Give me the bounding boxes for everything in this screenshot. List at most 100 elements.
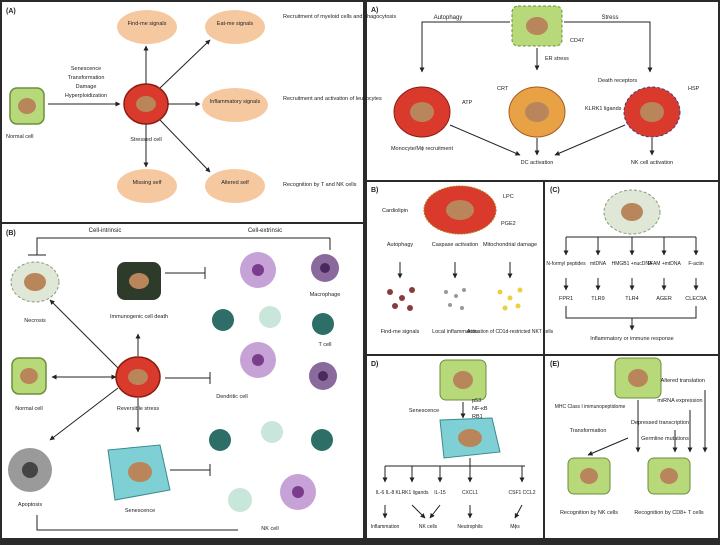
stress-cause: Transformation: [68, 75, 105, 81]
activation-cd1d-label: Activation of CD1d-restricted NKT cells: [467, 329, 554, 335]
outcome-recruitment-myeloid: Recruitment of myeloid cells and phagocy…: [283, 14, 396, 20]
dendritic-label: Dendritic cell: [216, 394, 247, 400]
tlr4-label: TLR4: [625, 296, 638, 302]
normal-cell-b-label: Normal cell: [15, 406, 43, 412]
macrophage-cell: [240, 252, 339, 288]
nkt-particles: [497, 287, 523, 311]
factor: KLRK1 ligands: [395, 490, 429, 496]
germline-label: Germline mutations: [641, 436, 689, 442]
outcome-recognition: Recognition by T and NK cells: [283, 182, 357, 188]
nk-cell-label: NK cell: [261, 526, 278, 532]
dendritic-cell: [240, 342, 337, 390]
stress-cause: Damage: [76, 84, 97, 90]
immunogenic-label: Immunogenic cell death: [110, 314, 168, 320]
response-label: Inflammatory or immune response: [590, 336, 673, 342]
left-a-label: (A): [6, 8, 16, 15]
left-b-label: (B): [6, 230, 16, 237]
necrosis-cell: [10, 261, 60, 303]
immune-cell: [261, 421, 283, 443]
right-e-top-cell: [614, 357, 662, 399]
normal-cell: [9, 87, 45, 125]
oval-missing-self: [117, 169, 177, 203]
immunogenic-cell: [117, 262, 161, 300]
right-b-label: B): [371, 187, 378, 194]
clec9a-label: CLEC9A: [685, 296, 707, 302]
cell-intrinsic-label: Cell-intrinsic: [89, 228, 122, 234]
immune-cell: [212, 309, 234, 331]
senescence-label: Senescence: [125, 508, 155, 514]
tlr9-label: TLR9: [591, 296, 604, 302]
stress-label: Stress: [601, 15, 618, 21]
hsp-label: HSP: [688, 86, 700, 92]
mito-label: Mitochondrial damage: [483, 242, 537, 248]
outcome: NK cells: [419, 524, 438, 530]
reversible-stress-cell: [115, 356, 161, 398]
factor: IL-6 IL-8: [376, 490, 395, 496]
transformation-label: Transformation: [570, 428, 607, 434]
factor: CXCL1: [462, 490, 478, 496]
right-d-top-cell: [439, 359, 487, 401]
tfam-label: TFAM +mtDNA: [647, 261, 681, 267]
right-a-top-cell: [511, 5, 563, 47]
find-me-particles: [387, 287, 415, 311]
right-d-senescent-cell: [439, 417, 501, 459]
right-c-cell: [603, 189, 661, 235]
monocyte-cell: [393, 86, 451, 138]
oval-text: Inflammatory signals: [210, 99, 261, 105]
right-d-label: D): [371, 361, 378, 368]
senescence-cell: [107, 444, 171, 501]
regulator: RB1: [472, 414, 483, 420]
immune-cell: [311, 429, 333, 451]
recog-nk-label: Recognition by NK cells: [560, 510, 618, 516]
altered-label: Altered translation: [661, 378, 705, 384]
inflammation-particles: [444, 288, 466, 310]
monocyte-label: Monocyte/Mϕ recruitment: [391, 146, 454, 152]
autophagy-b-label: Autophagy: [387, 242, 414, 248]
t-cell-label: T cell: [318, 342, 331, 348]
caspase-label: Caspase activation: [432, 242, 478, 248]
ager-label: AGER: [656, 296, 672, 302]
immune-cell: [209, 429, 231, 451]
factor: CSF1 CCL2: [509, 490, 536, 496]
crt-label: CRT: [497, 86, 509, 92]
oval-text: Missing self: [133, 180, 162, 186]
mhc-label: MHC Class I immunopeptidome: [555, 404, 626, 410]
regulator: p53: [472, 398, 481, 404]
atp-label: ATP: [462, 100, 473, 106]
right-b-cell: [423, 185, 497, 235]
dc-cell: [508, 86, 566, 138]
mirna-label: miRNA expression: [657, 398, 702, 404]
right-a-label: A): [371, 7, 378, 14]
right-c-label: (C): [550, 187, 560, 194]
immune-cell: [259, 306, 281, 328]
er-stress-label: ER stress: [545, 56, 569, 62]
klrk1-label: KLRK1 ligands: [585, 106, 622, 112]
outcome: Neutrophils: [457, 524, 483, 530]
panel-left-a: [2, 2, 363, 222]
macrophage-label: Macrophage: [310, 292, 341, 298]
nk-target-cell: [623, 86, 681, 138]
right-e-label: (E): [550, 361, 559, 368]
immune-cell: [312, 313, 334, 335]
death-receptors-label: Death receptors: [598, 78, 637, 84]
hmgb1-label: HMGB1 +nucDNA: [612, 261, 653, 267]
fpr1-label: FPR1: [559, 296, 573, 302]
apoptosis-cell: [8, 448, 52, 492]
normal-cell-b: [11, 357, 47, 395]
local-inflammation-label: Local inflammation: [432, 329, 478, 335]
normal-cell-label: Normal cell: [6, 134, 34, 140]
lpc-label: LPC: [503, 194, 514, 200]
mtdna-label: mtDNA: [590, 261, 607, 267]
apoptosis-label: Apoptosis: [18, 502, 42, 508]
oval-eat-me: [205, 10, 265, 44]
right-e-nk-cell: [567, 457, 611, 495]
outcome-recruitment-leukocytes: Recruitment and activation of leukocytes: [283, 96, 382, 102]
factin-label: F-actin: [688, 261, 704, 267]
oval-text: Altered self: [221, 180, 249, 186]
nk-cell: [228, 474, 316, 512]
dc-label: DC activation: [521, 160, 554, 166]
pge2-label: PGE2: [501, 221, 516, 227]
recog-cd8-label: Recognition by CD8+ T cells: [634, 510, 704, 516]
